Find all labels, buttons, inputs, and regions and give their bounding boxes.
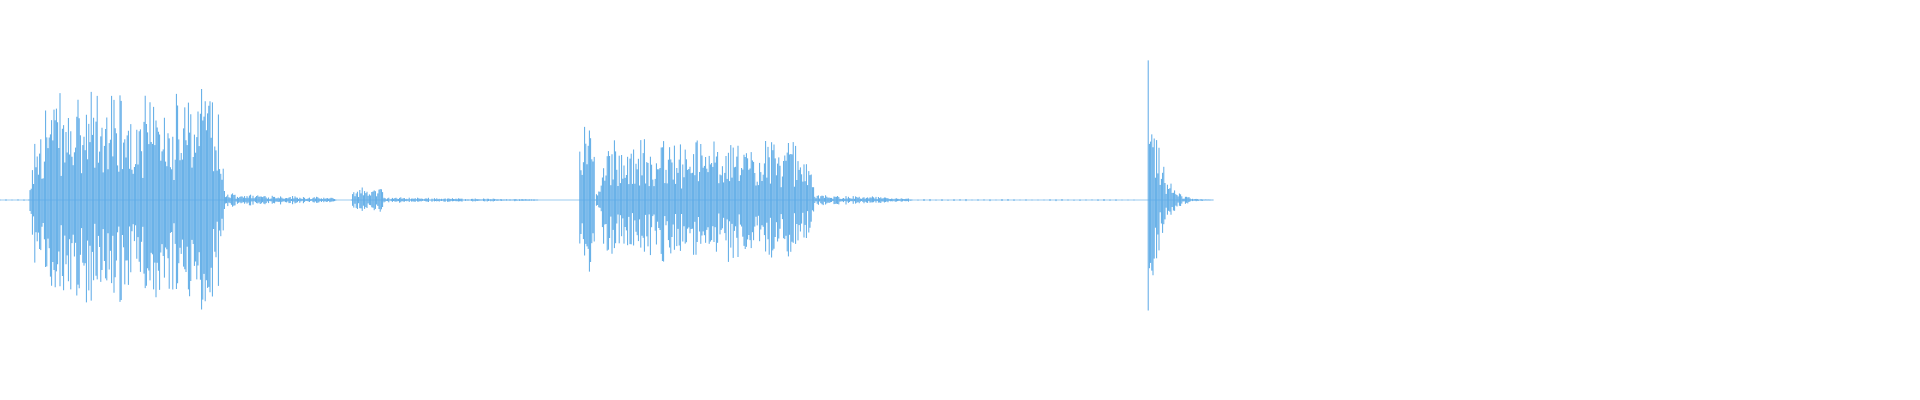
waveform-samples — [0, 60, 1214, 311]
